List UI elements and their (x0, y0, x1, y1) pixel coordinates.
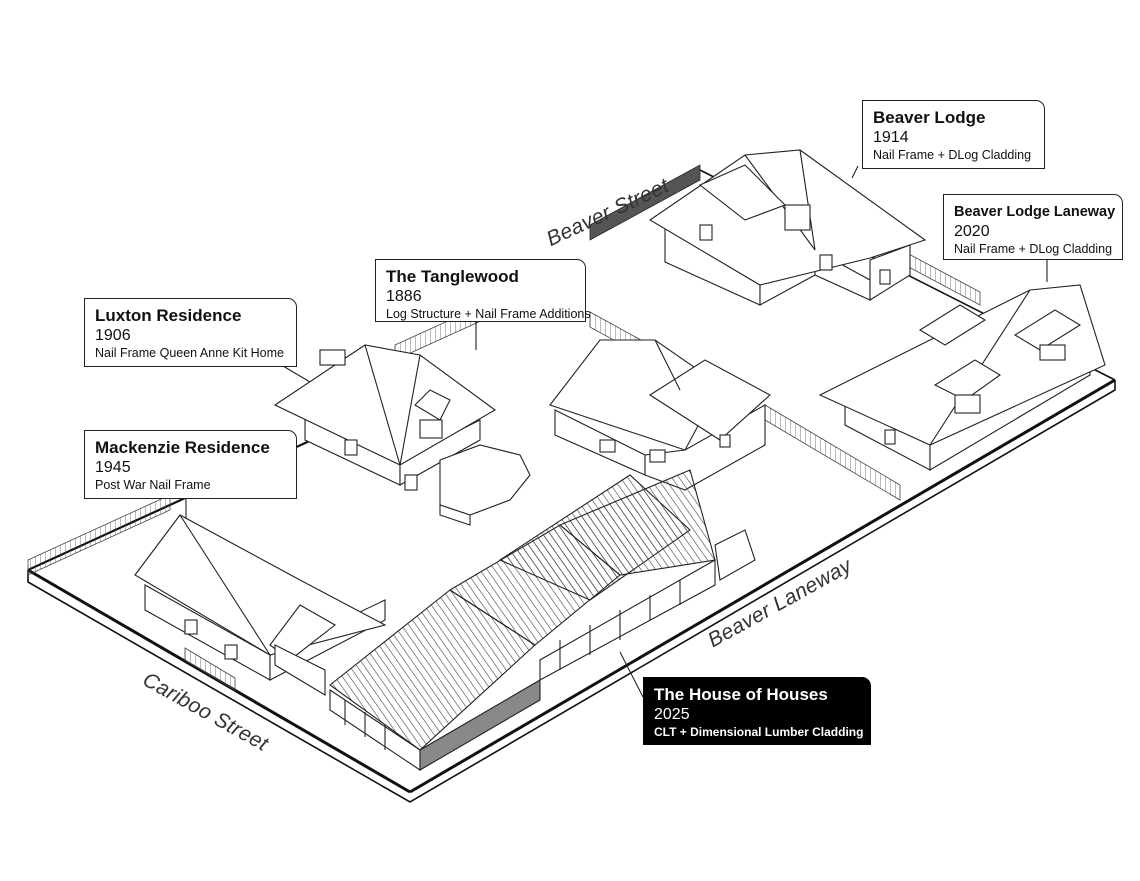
label-beaver-lodge: Beaver Lodge 1914 Nail Frame + DLog Clad… (862, 100, 1045, 169)
building-beaver-lodge (648, 149, 927, 306)
fence-beaver-street (589, 164, 701, 241)
label-name: Luxton Residence (95, 306, 242, 325)
label-mackenzie-residence: Mackenzie Residence 1945 Post War Nail F… (84, 430, 297, 499)
building-the-tanglewood (549, 339, 771, 491)
label-description: CLT + Dimensional Lumber Cladding (654, 725, 864, 739)
building-luxton-residence (273, 344, 531, 526)
building-beaver-lodge-laneway (818, 284, 1106, 471)
fence-left (27, 494, 236, 691)
label-name: The House of Houses (654, 685, 828, 704)
label-description: Post War Nail Frame (95, 478, 211, 492)
label-description: Nail Frame + DLog Cladding (873, 148, 1032, 162)
label-description: Log Structure + Nail Frame Additions (386, 307, 591, 321)
label-name: Beaver Lodge (873, 108, 986, 127)
label-the-tanglewood: The Tanglewood 1886 Log Structure + Nail… (375, 259, 591, 322)
label-description: Nail Frame + DLog Cladding (954, 242, 1113, 256)
label-year: 2025 (654, 706, 690, 723)
label-house-of-houses: The House of Houses 2025 CLT + Dimension… (643, 677, 871, 745)
label-year: 1906 (95, 327, 131, 344)
label-year: 2020 (954, 223, 990, 240)
label-luxton-residence: Luxton Residence 1906 Nail Frame Queen A… (84, 298, 297, 367)
label-name: Beaver Lodge Laneway (954, 204, 1116, 220)
building-house-of-houses (329, 469, 756, 772)
label-year: 1914 (873, 129, 909, 146)
building-mackenzie-residence (134, 514, 387, 696)
label-name: The Tanglewood (386, 267, 519, 286)
leader-lines (185, 165, 1048, 698)
label-year: 1945 (95, 459, 131, 476)
label-beaver-lodge-laneway: Beaver Lodge Laneway 2020 Nail Frame + D… (943, 194, 1123, 260)
label-name: Mackenzie Residence (95, 438, 270, 457)
label-description: Nail Frame Queen Anne Kit Home (95, 346, 284, 360)
label-year: 1886 (386, 288, 422, 305)
